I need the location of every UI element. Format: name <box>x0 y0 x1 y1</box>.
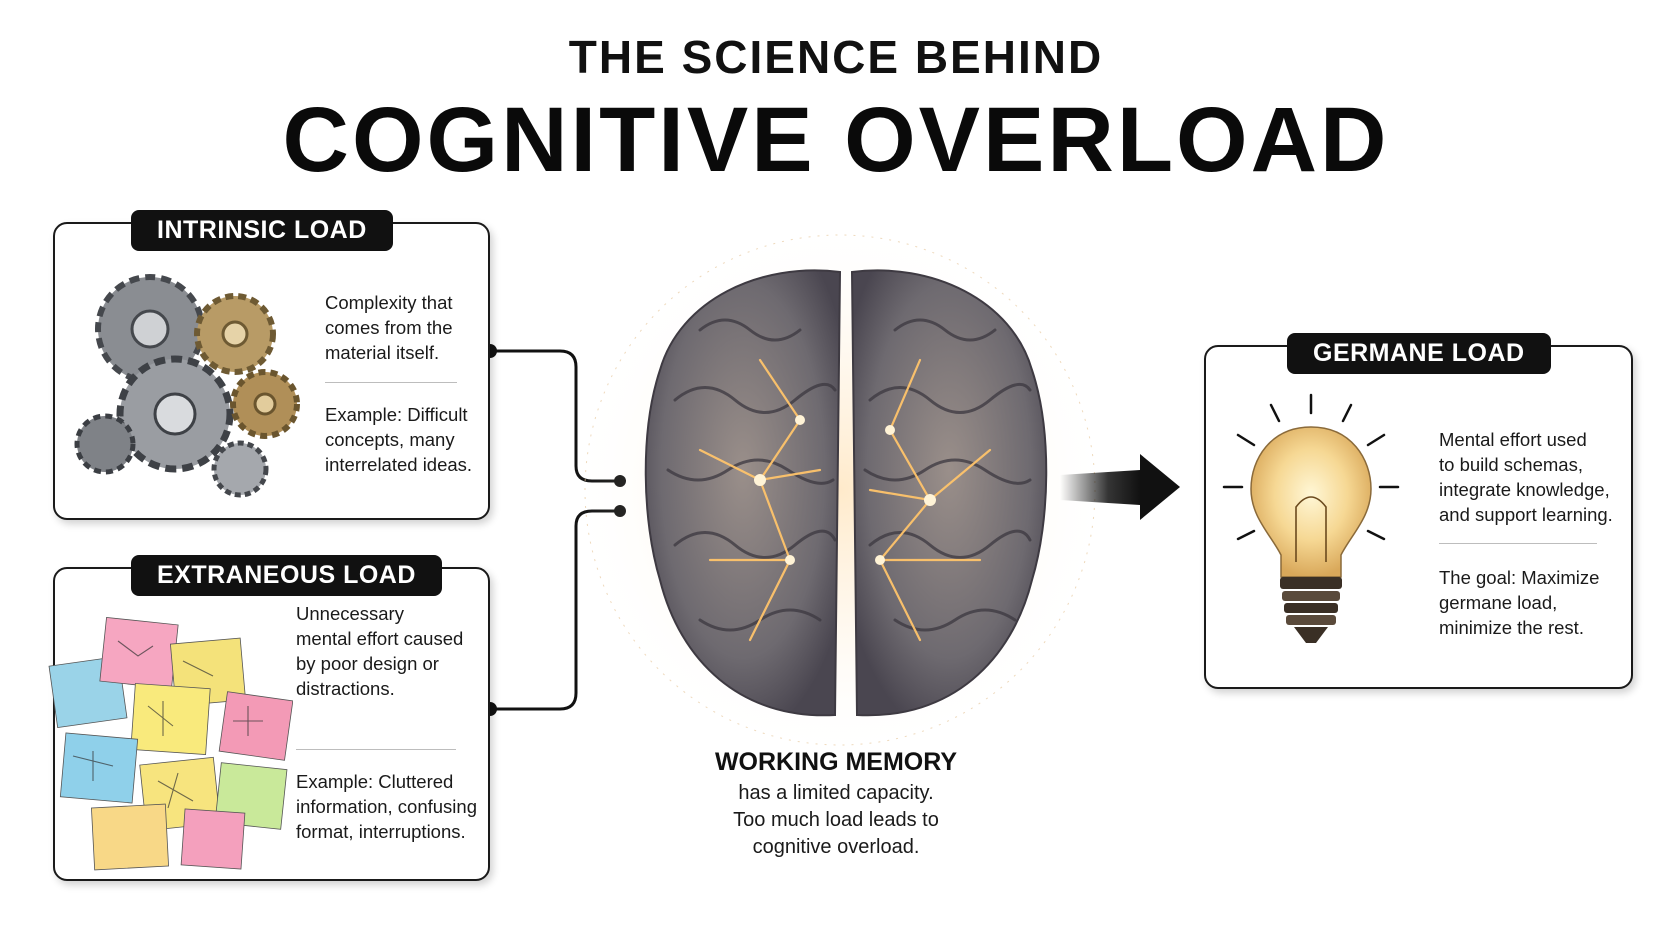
intrinsic-load-card: Complexity that comes from the material … <box>53 222 490 520</box>
text-line: interrelated ideas. <box>325 454 473 475</box>
arrow-to-germane <box>1060 454 1180 520</box>
intrinsic-example: Example: Difficult concepts, many interr… <box>325 402 472 477</box>
intrinsic-load-label: INTRINSIC LOAD <box>131 210 393 251</box>
germane-load-label: GERMANE LOAD <box>1287 333 1551 374</box>
text-line: germane load, <box>1439 592 1558 613</box>
text-line: information, confusing <box>296 796 477 817</box>
extraneous-example: Example: Cluttered information, confusin… <box>296 769 477 844</box>
text-line: concepts, many <box>325 429 455 450</box>
text-line: Unnecessary <box>296 603 404 624</box>
text-line: Mental effort used <box>1439 429 1587 450</box>
text-line: material itself. <box>325 342 440 363</box>
text-line: Example: Difficult <box>325 404 468 425</box>
working-memory-title: WORKING MEMORY <box>714 748 958 776</box>
text-line: by poor design or <box>296 653 439 674</box>
page-title: COGNITIVE OVERLOAD <box>282 89 1390 191</box>
gears-icon <box>74 274 300 498</box>
extraneous-load-label: EXTRANEOUS LOAD <box>131 555 442 596</box>
text-line: comes from the <box>325 317 453 338</box>
text-line: integrate knowledge, <box>1439 479 1610 500</box>
extraneous-description: Unnecessary mental effort caused by poor… <box>296 601 463 701</box>
divider <box>1439 543 1597 544</box>
text-line: has a limited capacity. <box>738 782 934 804</box>
text-line: format, interruptions. <box>296 821 466 842</box>
extraneous-load-card: Unnecessary mental effort caused by poor… <box>48 567 490 881</box>
light-bulb-icon <box>1222 393 1400 643</box>
text-line: distractions. <box>296 678 395 699</box>
intrinsic-description: Complexity that comes from the material … <box>325 290 453 365</box>
text-line: to build schemas, <box>1439 454 1583 475</box>
text-line: and support learning. <box>1439 504 1613 525</box>
divider <box>325 382 457 383</box>
text-line: The goal: Maximize <box>1439 567 1600 588</box>
sticky-notes-icon <box>48 616 293 871</box>
brain-icon <box>570 220 1110 760</box>
divider <box>296 749 456 750</box>
text-line: cognitive overload. <box>752 836 920 858</box>
text-line: Too much load leads to <box>733 809 939 831</box>
text-line: Complexity that <box>325 292 453 313</box>
germane-description: Mental effort used to build schemas, int… <box>1439 427 1613 527</box>
subtitle: THE SCIENCE BEHIND <box>568 31 1104 83</box>
text-line: minimize the rest. <box>1439 617 1584 638</box>
germane-load-card: Mental effort used to build schemas, int… <box>1204 345 1633 689</box>
text-line: Example: Cluttered <box>296 771 454 792</box>
working-memory-text: has a limited capacity. Too much load le… <box>640 780 1032 861</box>
text-line: mental effort caused <box>296 628 464 649</box>
germane-goal: The goal: Maximize germane load, minimiz… <box>1439 565 1599 640</box>
